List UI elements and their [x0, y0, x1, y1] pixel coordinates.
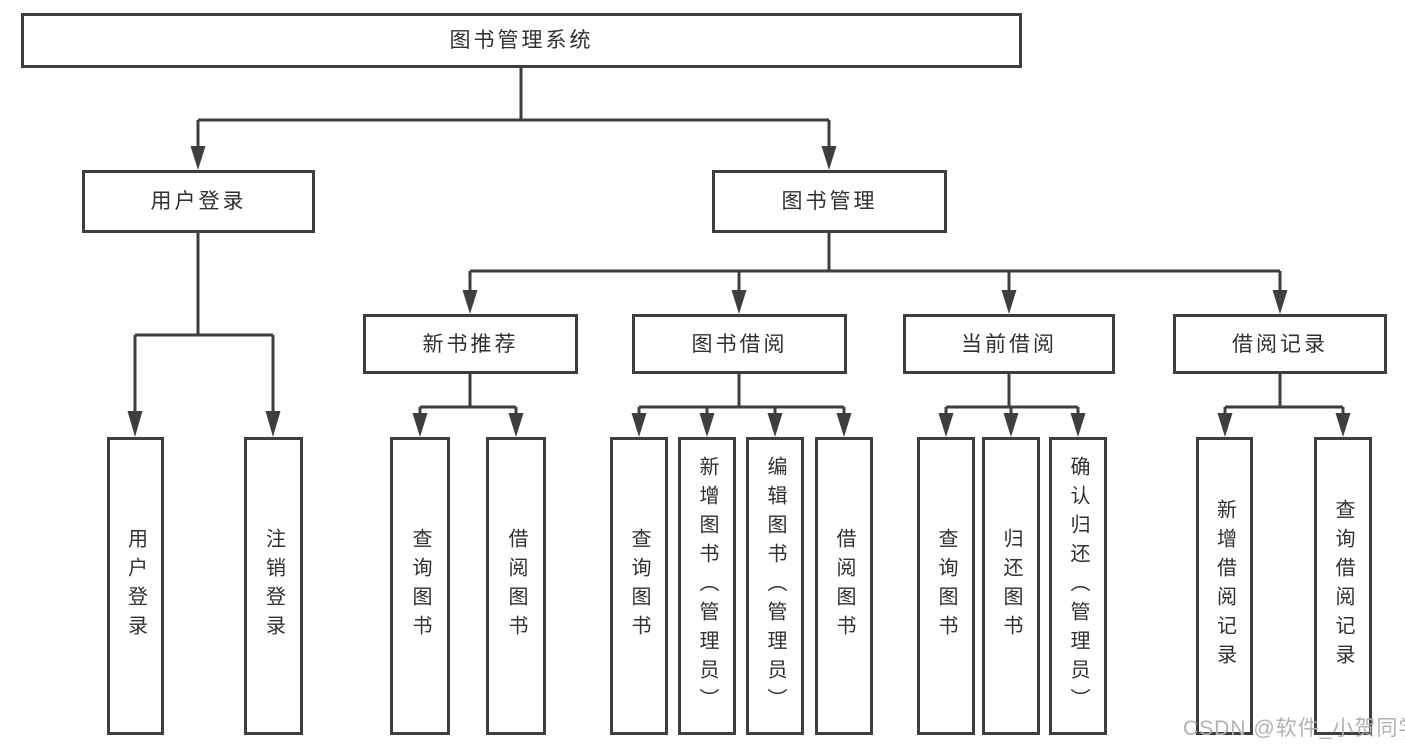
arrowhead — [462, 290, 478, 314]
leaf-borrow-borrow-label: 借阅图书 — [833, 528, 855, 644]
arrowhead — [190, 146, 206, 170]
arrowhead — [631, 413, 647, 437]
leaf-borrow-query-label: 查询图书 — [628, 528, 650, 644]
arrowhead — [508, 413, 524, 437]
arrowhead — [1001, 290, 1017, 314]
node-current-borrow: 当前借阅 — [903, 314, 1115, 374]
connector-current-borrow-to-leaves — [938, 374, 1086, 437]
connector-book-borrow-to-leaves — [631, 374, 852, 437]
leaf-current-return: 归还图书 — [982, 437, 1040, 735]
arrowhead — [938, 413, 954, 437]
leaf-current-query: 查询图书 — [917, 437, 975, 735]
node-book-mgmt: 图书管理 — [712, 170, 947, 233]
node-current-borrow-label: 当前借阅 — [961, 332, 1057, 356]
node-root-label: 图书管理系统 — [449, 29, 594, 52]
watermark: CSDN @软件_小贺同学 — [1183, 717, 1405, 740]
leaf-user-login: 用户登录 — [107, 437, 164, 735]
arrowhead — [699, 413, 715, 437]
arrowhead — [412, 413, 428, 437]
arrowhead — [1217, 413, 1233, 437]
leaf-new-books-borrow-label: 借阅图书 — [505, 528, 527, 644]
arrowhead — [731, 290, 747, 314]
node-user-login: 用户登录 — [82, 170, 315, 233]
leaf-borrow-add-label: 新增图书（管理员） — [696, 455, 718, 717]
connector-root-to-level2 — [190, 68, 837, 170]
node-book-mgmt-label: 图书管理 — [781, 190, 878, 213]
connector-new-books-to-leaves — [412, 374, 524, 437]
arrowhead — [836, 413, 852, 437]
connector-user-login-to-leaves — [127, 233, 281, 437]
node-new-books: 新书推荐 — [363, 314, 578, 374]
leaf-borrow-edit-label: 编辑图书（管理员） — [764, 455, 786, 717]
arrowhead — [1070, 413, 1086, 437]
node-book-borrow: 图书借阅 — [632, 314, 847, 374]
leaf-new-books-borrow: 借阅图书 — [486, 437, 546, 735]
leaf-new-books-query-label: 查询图书 — [409, 528, 431, 644]
leaf-current-query-label: 查询图书 — [935, 528, 957, 644]
node-book-borrow-label: 图书借阅 — [691, 332, 788, 356]
leaf-current-return-label: 归还图书 — [1000, 528, 1022, 644]
arrowhead — [265, 411, 281, 437]
leaf-new-books-query: 查询图书 — [390, 437, 450, 735]
node-borrow-records-label: 借阅记录 — [1232, 332, 1328, 356]
node-borrow-records: 借阅记录 — [1173, 314, 1387, 374]
connector-borrow-records-to-leaves — [1217, 374, 1351, 437]
leaf-records-query: 查询借阅记录 — [1314, 437, 1372, 735]
leaf-borrow-borrow: 借阅图书 — [815, 437, 873, 735]
leaf-records-query-label: 查询借阅记录 — [1332, 499, 1354, 673]
leaf-current-confirm: 确认归还（管理员） — [1049, 437, 1107, 735]
arrowhead — [1272, 290, 1288, 314]
node-root: 图书管理系统 — [21, 13, 1022, 68]
arrowhead — [1335, 413, 1351, 437]
leaf-records-add: 新增借阅记录 — [1196, 437, 1253, 735]
leaf-borrow-edit: 编辑图书（管理员） — [746, 437, 804, 735]
leaf-borrow-query: 查询图书 — [610, 437, 668, 735]
leaf-logout: 注销登录 — [244, 437, 303, 735]
leaf-records-add-label: 新增借阅记录 — [1213, 499, 1236, 673]
node-new-books-label: 新书推荐 — [422, 332, 519, 356]
leaf-current-confirm-label: 确认归还（管理员） — [1067, 455, 1089, 717]
connector-book-mgmt-to-level3 — [462, 233, 1288, 314]
arrowhead — [127, 411, 143, 437]
arrowhead — [1003, 413, 1019, 437]
arrowhead — [767, 413, 783, 437]
leaf-borrow-add: 新增图书（管理员） — [678, 437, 736, 735]
arrowhead — [821, 146, 837, 170]
node-user-login-label: 用户登录 — [150, 190, 247, 213]
leaf-user-login-label: 用户登录 — [124, 528, 147, 644]
leaf-logout-label: 注销登录 — [262, 528, 285, 644]
